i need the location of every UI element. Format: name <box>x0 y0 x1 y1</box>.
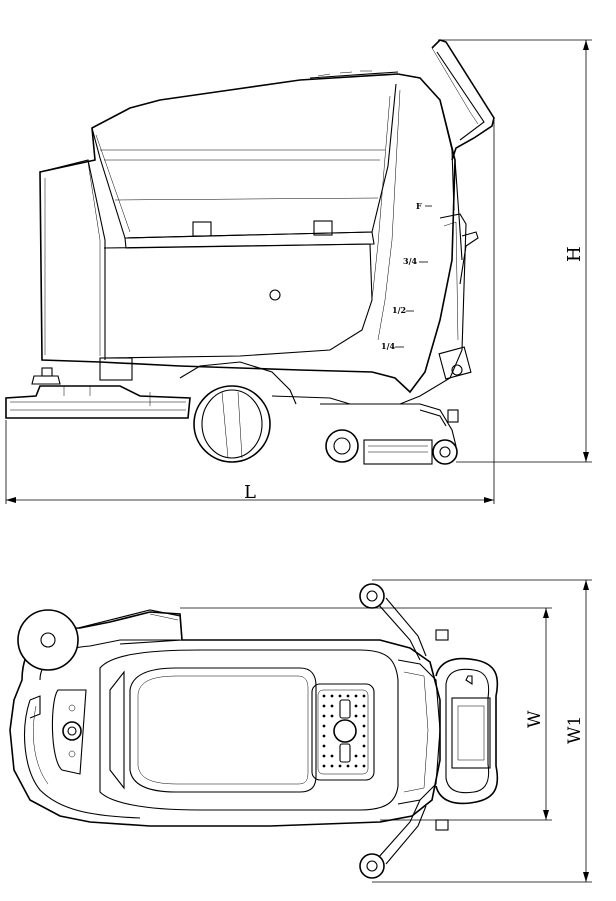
tank-lid <box>91 83 397 239</box>
tank-lid-window <box>129 667 317 793</box>
level-mark-quarter: 1/4 <box>381 341 395 351</box>
level-mark-half: 1/2 <box>392 305 406 315</box>
drain-plug <box>269 289 281 301</box>
dimension-width: W <box>180 607 552 821</box>
lid-clip <box>313 220 333 236</box>
squeegee-assembly <box>320 403 459 465</box>
height-label: H <box>564 246 585 262</box>
squeegee-top <box>359 583 449 879</box>
dimension-width-overall: W1 <box>372 579 592 883</box>
level-marks: F 3/4 1/2 1/4 <box>381 201 432 351</box>
brush-deck <box>5 385 191 419</box>
top-view: W W1 <box>9 579 592 883</box>
side-view: F 3/4 1/2 1/4 <box>5 39 592 504</box>
headlight-icon <box>62 721 82 741</box>
brush-head-top <box>17 609 79 671</box>
width-label: W <box>525 710 545 728</box>
dimension-length: L <box>5 120 495 504</box>
main-switch-icon <box>333 719 357 743</box>
dimension-height: H <box>438 39 592 463</box>
level-mark-three-quarter: 3/4 <box>403 256 417 266</box>
tank-top <box>99 649 399 811</box>
level-mark-full: F <box>416 201 422 211</box>
control-panel <box>311 683 375 781</box>
rear-wheel <box>179 361 297 463</box>
squeegee-lever <box>459 231 479 285</box>
width-overall-label: W1 <box>565 716 585 744</box>
length-label: L <box>244 482 256 503</box>
lid-clip <box>192 221 212 237</box>
handle-top <box>435 657 499 805</box>
control-knob <box>438 346 472 380</box>
